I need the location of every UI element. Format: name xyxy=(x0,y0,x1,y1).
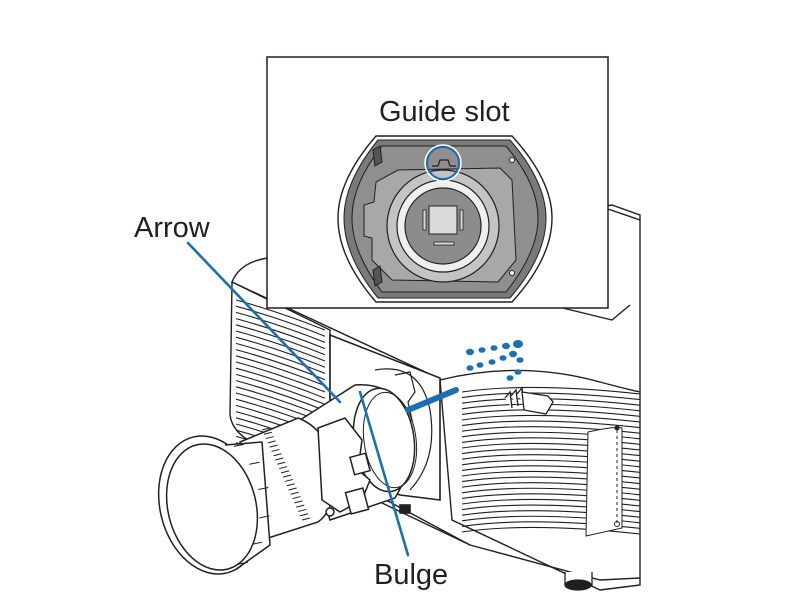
guide-slot-highlight-circle xyxy=(426,146,460,180)
focus-ring-rib xyxy=(298,508,307,512)
focus-ring-rib xyxy=(296,504,305,508)
focus-ring-rib xyxy=(279,466,288,470)
motion-dot xyxy=(499,355,507,361)
motion-dot xyxy=(476,362,484,368)
focus-ring-rib xyxy=(288,487,297,491)
focus-ring-rib xyxy=(267,440,276,444)
focus-ring-rib xyxy=(299,513,309,517)
lens-cap-grip xyxy=(259,515,270,519)
focus-ring-rib xyxy=(263,431,273,435)
focus-ring-rib xyxy=(265,436,274,440)
focus-ring-rib xyxy=(284,478,293,482)
motion-dot xyxy=(466,348,474,356)
focus-ring-rib xyxy=(261,427,271,431)
callout-lines xyxy=(186,241,410,557)
motion-dot xyxy=(516,357,524,363)
focus-ring-rib xyxy=(282,474,292,478)
bulge-leader-line xyxy=(358,390,410,557)
inset-box xyxy=(266,56,609,309)
control-panel xyxy=(585,425,623,537)
lens-cap-grip xyxy=(237,561,249,565)
motion-dot xyxy=(514,369,522,375)
motion-dot xyxy=(488,359,496,365)
focus-ring-rib xyxy=(294,500,303,504)
lens-mount-detail xyxy=(337,135,553,303)
bulge-label: Bulge xyxy=(374,559,449,591)
focus-ring-rib xyxy=(271,448,280,452)
lens-cap-grip xyxy=(258,487,269,491)
top-handle xyxy=(504,386,554,415)
focus-ring-rib xyxy=(301,517,311,521)
guide-slot-label: Guide slot xyxy=(379,96,510,128)
lens-cap-grip xyxy=(233,443,244,447)
focus-ring-rib xyxy=(277,461,286,465)
motion-dot xyxy=(478,347,486,353)
motion-dot xyxy=(509,350,517,358)
focus-ring-rib xyxy=(290,491,299,495)
insertion-arrow xyxy=(405,340,524,413)
lens-assembly xyxy=(157,384,418,575)
focus-ring-rib xyxy=(292,496,301,500)
focus-ring-rib xyxy=(286,483,295,487)
lens-cap-grip xyxy=(249,461,260,465)
lens-cap-grip xyxy=(252,541,263,545)
motion-dot xyxy=(490,345,498,351)
focus-ring-rib xyxy=(280,470,290,474)
motion-dot xyxy=(502,342,510,350)
focus-ring-rib xyxy=(275,457,284,461)
motion-dot xyxy=(466,365,474,371)
projector-foot xyxy=(564,572,593,591)
focus-ring-rib xyxy=(273,453,282,457)
arrow-leader-line xyxy=(186,241,342,404)
motion-dot xyxy=(513,340,523,348)
focus-ring-rib xyxy=(269,444,278,448)
motion-dot xyxy=(506,375,514,381)
arrow-label: Arrow xyxy=(134,212,210,244)
